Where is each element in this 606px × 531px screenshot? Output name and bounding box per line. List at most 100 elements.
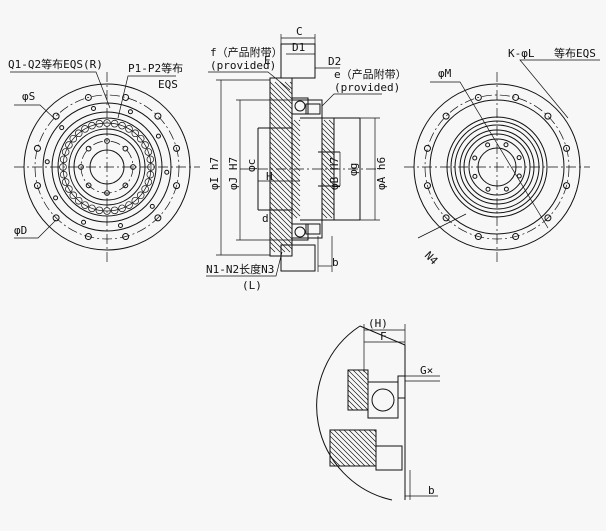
- hatch-line: [269, 211, 293, 235]
- label-detail-b: b: [428, 484, 435, 497]
- hatch-line: [321, 192, 335, 206]
- hatch-line: [291, 122, 301, 132]
- detail-lower-flange: [375, 445, 403, 471]
- label-k-eqs: 等布EQS: [554, 46, 596, 60]
- mid-bolt-hole: [81, 219, 87, 225]
- hatch-line: [269, 126, 293, 150]
- roller: [81, 201, 89, 209]
- hatch-line: [291, 137, 301, 147]
- inner-bolt-hole: [78, 164, 84, 170]
- label-d2: D2: [328, 55, 341, 68]
- hatch-line: [321, 182, 335, 196]
- label-eqs: EQS: [158, 78, 178, 91]
- roller: [69, 191, 78, 200]
- label-d1: D1: [292, 41, 305, 54]
- roller: [59, 170, 68, 179]
- hatch-line: [269, 181, 293, 205]
- label-provided-2: (provided): [334, 81, 400, 94]
- leader-e: [321, 93, 382, 107]
- hatch-line: [347, 404, 354, 411]
- label-phi-s: φS: [22, 90, 35, 103]
- label-phi-c: φc: [245, 159, 258, 172]
- roller: [74, 129, 83, 138]
- hatch-line: [291, 172, 301, 182]
- hatch-line: [291, 152, 301, 162]
- label-f: f（产品附带）: [210, 45, 283, 59]
- hatch-line: [284, 81, 293, 90]
- roller: [125, 125, 133, 133]
- bolt-hole: [173, 182, 181, 190]
- label-detail-h: (H): [368, 317, 388, 330]
- bolt-hole: [544, 112, 552, 120]
- mid-bolt-hole: [127, 109, 133, 115]
- label-phi-i: φI h7: [208, 157, 221, 190]
- hatch-line: [291, 187, 301, 197]
- mid-bolt-hole: [155, 133, 161, 139]
- label-detail-f: F: [380, 330, 387, 343]
- roller: [136, 191, 145, 200]
- mid-bolt-hole: [91, 106, 97, 112]
- hatch-line: [269, 116, 293, 140]
- hatch-line: [321, 132, 335, 146]
- hatch-line: [291, 127, 301, 137]
- label-phi-j: φJ H7: [227, 157, 240, 190]
- hatch-line: [269, 246, 276, 253]
- hatch-line: [291, 212, 298, 219]
- hatch-line: [269, 136, 293, 160]
- hatch-line: [321, 162, 335, 176]
- hatch-line: [269, 206, 293, 230]
- hatch-line: [347, 399, 359, 411]
- hatch-line: [269, 151, 293, 175]
- hatch-line: [291, 207, 301, 217]
- label-provided-1: (provided): [210, 59, 276, 72]
- hatch-line: [293, 119, 301, 127]
- bolt-hole: [52, 214, 60, 222]
- leader-n1n3: [206, 251, 283, 277]
- label-n1n3: N1-N2长度N3: [206, 262, 274, 276]
- roller: [88, 204, 96, 213]
- mid-bolt-hole: [53, 195, 59, 201]
- bolt-hole: [474, 93, 482, 101]
- hatch-line: [347, 374, 369, 396]
- mid-bolt-hole: [44, 159, 50, 165]
- hatch-line: [329, 460, 336, 467]
- hatch-line: [321, 167, 335, 181]
- hatch-line: [348, 429, 377, 458]
- section-top-bearing: [291, 97, 321, 115]
- hatch-line: [321, 212, 328, 219]
- hatch-line: [321, 197, 335, 211]
- bolt-hole: [122, 233, 130, 241]
- hatch-line: [269, 196, 293, 220]
- hatch-line: [363, 429, 377, 443]
- inner-bolt-hole: [85, 182, 92, 189]
- section-left-flange: [269, 77, 293, 257]
- bolt-hole: [563, 144, 571, 152]
- hatch-line: [321, 152, 335, 166]
- bolt-hole: [423, 144, 431, 152]
- bolt-hole: [173, 144, 181, 152]
- bolt-hole: [512, 233, 520, 241]
- label-c: C: [296, 25, 303, 38]
- hatch-line: [269, 91, 293, 115]
- detail-seal: [397, 375, 406, 399]
- inner-bolt-hole: [485, 186, 491, 192]
- hatch-line: [269, 216, 293, 240]
- hatch-line: [347, 389, 369, 411]
- hatch-line: [347, 394, 364, 411]
- hatch-line: [329, 430, 366, 467]
- bolt-hole: [474, 233, 482, 241]
- roller: [65, 185, 73, 193]
- roller: [146, 170, 155, 179]
- hatch-line: [269, 231, 291, 253]
- hatch-line: [291, 132, 301, 142]
- right-back-view: K-φL 等布EQS φM N4: [404, 46, 600, 268]
- inner-bolt-hole: [472, 155, 478, 161]
- roller: [131, 196, 140, 205]
- hatch-line: [291, 167, 301, 177]
- detail-ball: [371, 388, 395, 412]
- hatch-line: [291, 197, 301, 207]
- left-outer-holes: [33, 93, 181, 241]
- inner-bolt-hole: [472, 173, 478, 179]
- hatch-line: [321, 172, 335, 186]
- inner-bolt-hole: [516, 155, 522, 161]
